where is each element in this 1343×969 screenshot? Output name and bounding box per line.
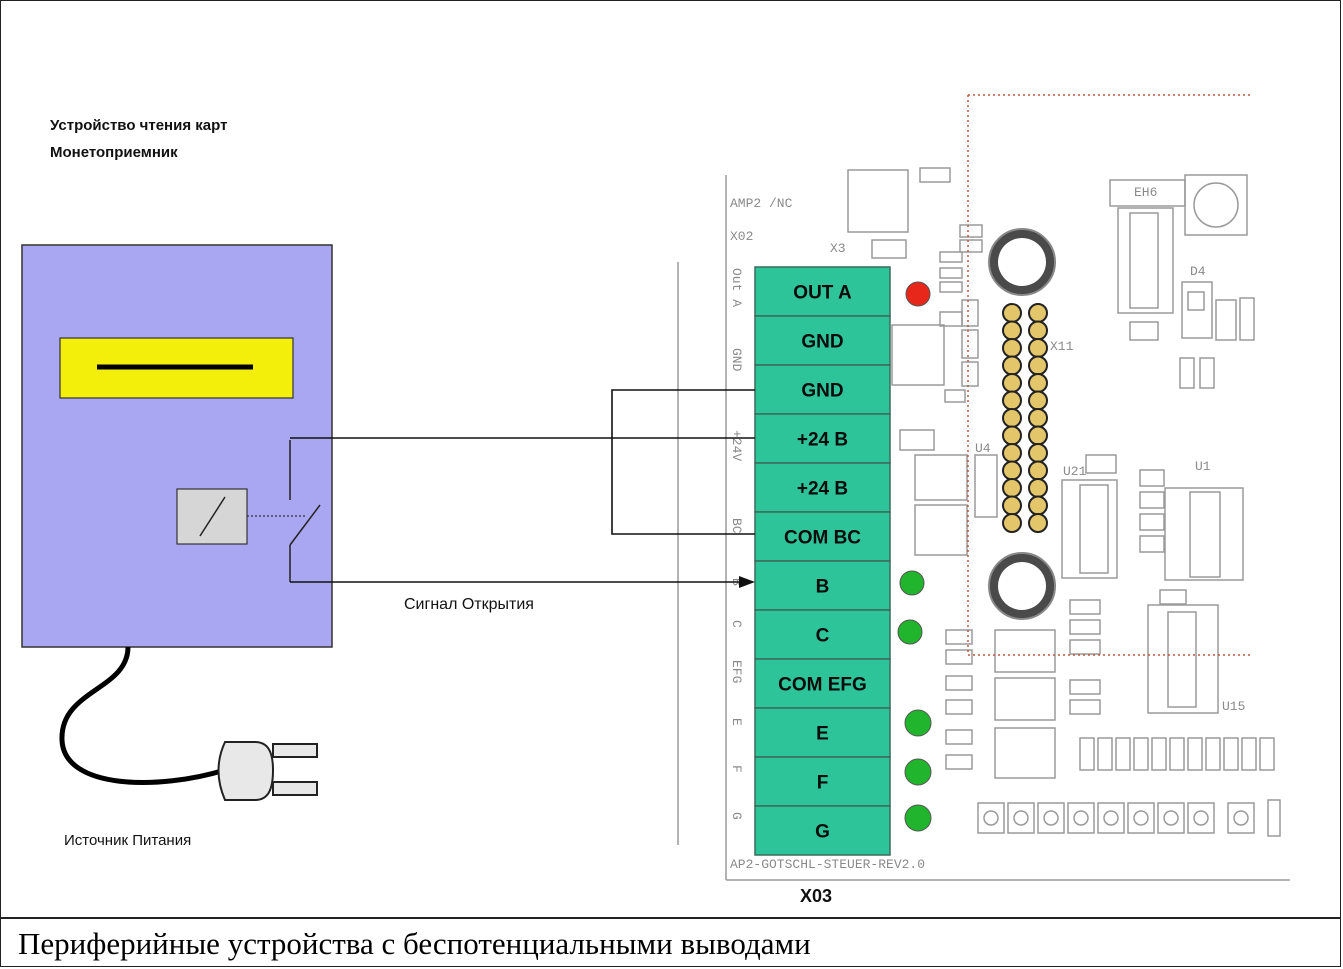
amp-label: AMP2 /NC (730, 196, 793, 211)
side-label: +24V (729, 430, 744, 461)
terminal-label: C (816, 626, 830, 647)
terminal-label: +24 B (797, 430, 848, 451)
wires (290, 389, 755, 583)
terminal-label: GND (801, 332, 843, 353)
header-pin (1002, 355, 1022, 376)
side-label: GND (729, 348, 744, 372)
header-pin (1028, 355, 1048, 376)
terminal-cell: COM BC (754, 511, 891, 562)
terminal-label: F (817, 773, 829, 794)
pin-header-x11 (1002, 303, 1048, 533)
terminal-label: COM BC (784, 528, 861, 549)
header-pin (1028, 443, 1048, 463)
header-pin (1002, 373, 1022, 393)
power-plug-icon (59, 646, 318, 801)
led-green-c (897, 619, 923, 645)
terminal-cell: +24 B (754, 413, 891, 464)
x3-label: X3 (830, 241, 846, 256)
header-pin (1028, 425, 1048, 446)
header-pin (1002, 478, 1022, 498)
x11-label: X11 (1050, 339, 1074, 354)
terminal-cell: +24 B (754, 462, 891, 513)
header-pin (1028, 495, 1048, 516)
device-title-line2: Монетоприемник (50, 144, 178, 161)
header-pin (1002, 408, 1022, 428)
led-green-f (904, 758, 932, 786)
header-pin (1002, 425, 1022, 446)
terminal-label: +24 B (797, 479, 848, 500)
terminal-cell: E (754, 707, 891, 758)
signal-label: Сигнал Открытия (404, 596, 534, 613)
header-pin (1002, 303, 1022, 323)
terminal-label: COM EFG (778, 675, 867, 696)
u4-label: U4 (975, 441, 991, 456)
terminal-cell: B (754, 560, 891, 611)
header-pin (1028, 338, 1048, 358)
terminal-label: B (816, 577, 830, 598)
terminal-label: E (816, 724, 829, 745)
d4-label: D4 (1190, 264, 1206, 279)
header-pin (1028, 460, 1048, 481)
header-pin (1028, 303, 1048, 323)
header-pin (1002, 338, 1022, 358)
header-pin (1028, 390, 1048, 411)
device-box (21, 244, 333, 648)
led-green-b (899, 570, 925, 596)
terminal-cell: G (754, 805, 891, 856)
pcb-board (677, 167, 1290, 881)
side-label: EFG (729, 660, 744, 683)
arrow-icon (739, 576, 755, 588)
board-name-label: AP2-GOTSCHL-STEUER-REV2.0 (730, 857, 925, 872)
device-title-line1: Устройство чтения карт (50, 117, 228, 134)
header-pin (1028, 373, 1048, 393)
status-leds (897, 281, 932, 832)
header-pin (1028, 478, 1048, 498)
side-label: F (729, 765, 744, 773)
header-pin (1002, 443, 1022, 463)
side-label: Out A (729, 268, 744, 307)
power-label: Источник Питания (64, 832, 192, 849)
u1-label: U1 (1195, 459, 1211, 474)
header-pin (1002, 460, 1022, 481)
terminal-label: G (815, 822, 830, 843)
figure-caption: Периферийные устройства с беспотенциальн… (18, 926, 811, 961)
side-label: C (729, 620, 744, 628)
x02-label: X02 (730, 229, 753, 244)
red-dotted-outline (967, 94, 1252, 656)
header-pin (1002, 513, 1022, 533)
eh6-label: EH6 (1134, 185, 1157, 200)
led-red (905, 281, 931, 307)
u21-label: U21 (1063, 464, 1087, 479)
terminal-cell: OUT A (754, 266, 891, 317)
u15-label: U15 (1222, 699, 1245, 714)
caption-divider (0, 917, 1341, 919)
led-green-e (904, 709, 932, 737)
header-pin (1002, 390, 1022, 411)
terminal-cell: GND (754, 364, 891, 415)
terminal-block-x03: OUT A GND GND +24 B +24 B COM BC B C COM EFG E F G (754, 266, 891, 856)
side-label: G (729, 812, 744, 820)
terminal-label: OUT A (793, 283, 852, 304)
header-pin (1002, 495, 1022, 516)
header-pin (1028, 513, 1048, 533)
terminal-cell: COM EFG (754, 658, 891, 709)
mounting-holes (988, 228, 1056, 620)
terminal-cell: GND (754, 315, 891, 366)
header-pin (1028, 320, 1048, 341)
connector-label: X03 (800, 886, 833, 906)
header-pin (1028, 408, 1048, 428)
side-label: E (729, 718, 744, 726)
terminal-cell: C (754, 609, 891, 660)
terminal-cell: F (754, 756, 891, 807)
header-pin (1002, 320, 1022, 341)
side-label: BC (729, 518, 744, 534)
terminal-label: GND (801, 381, 843, 402)
led-green-g (904, 804, 932, 832)
